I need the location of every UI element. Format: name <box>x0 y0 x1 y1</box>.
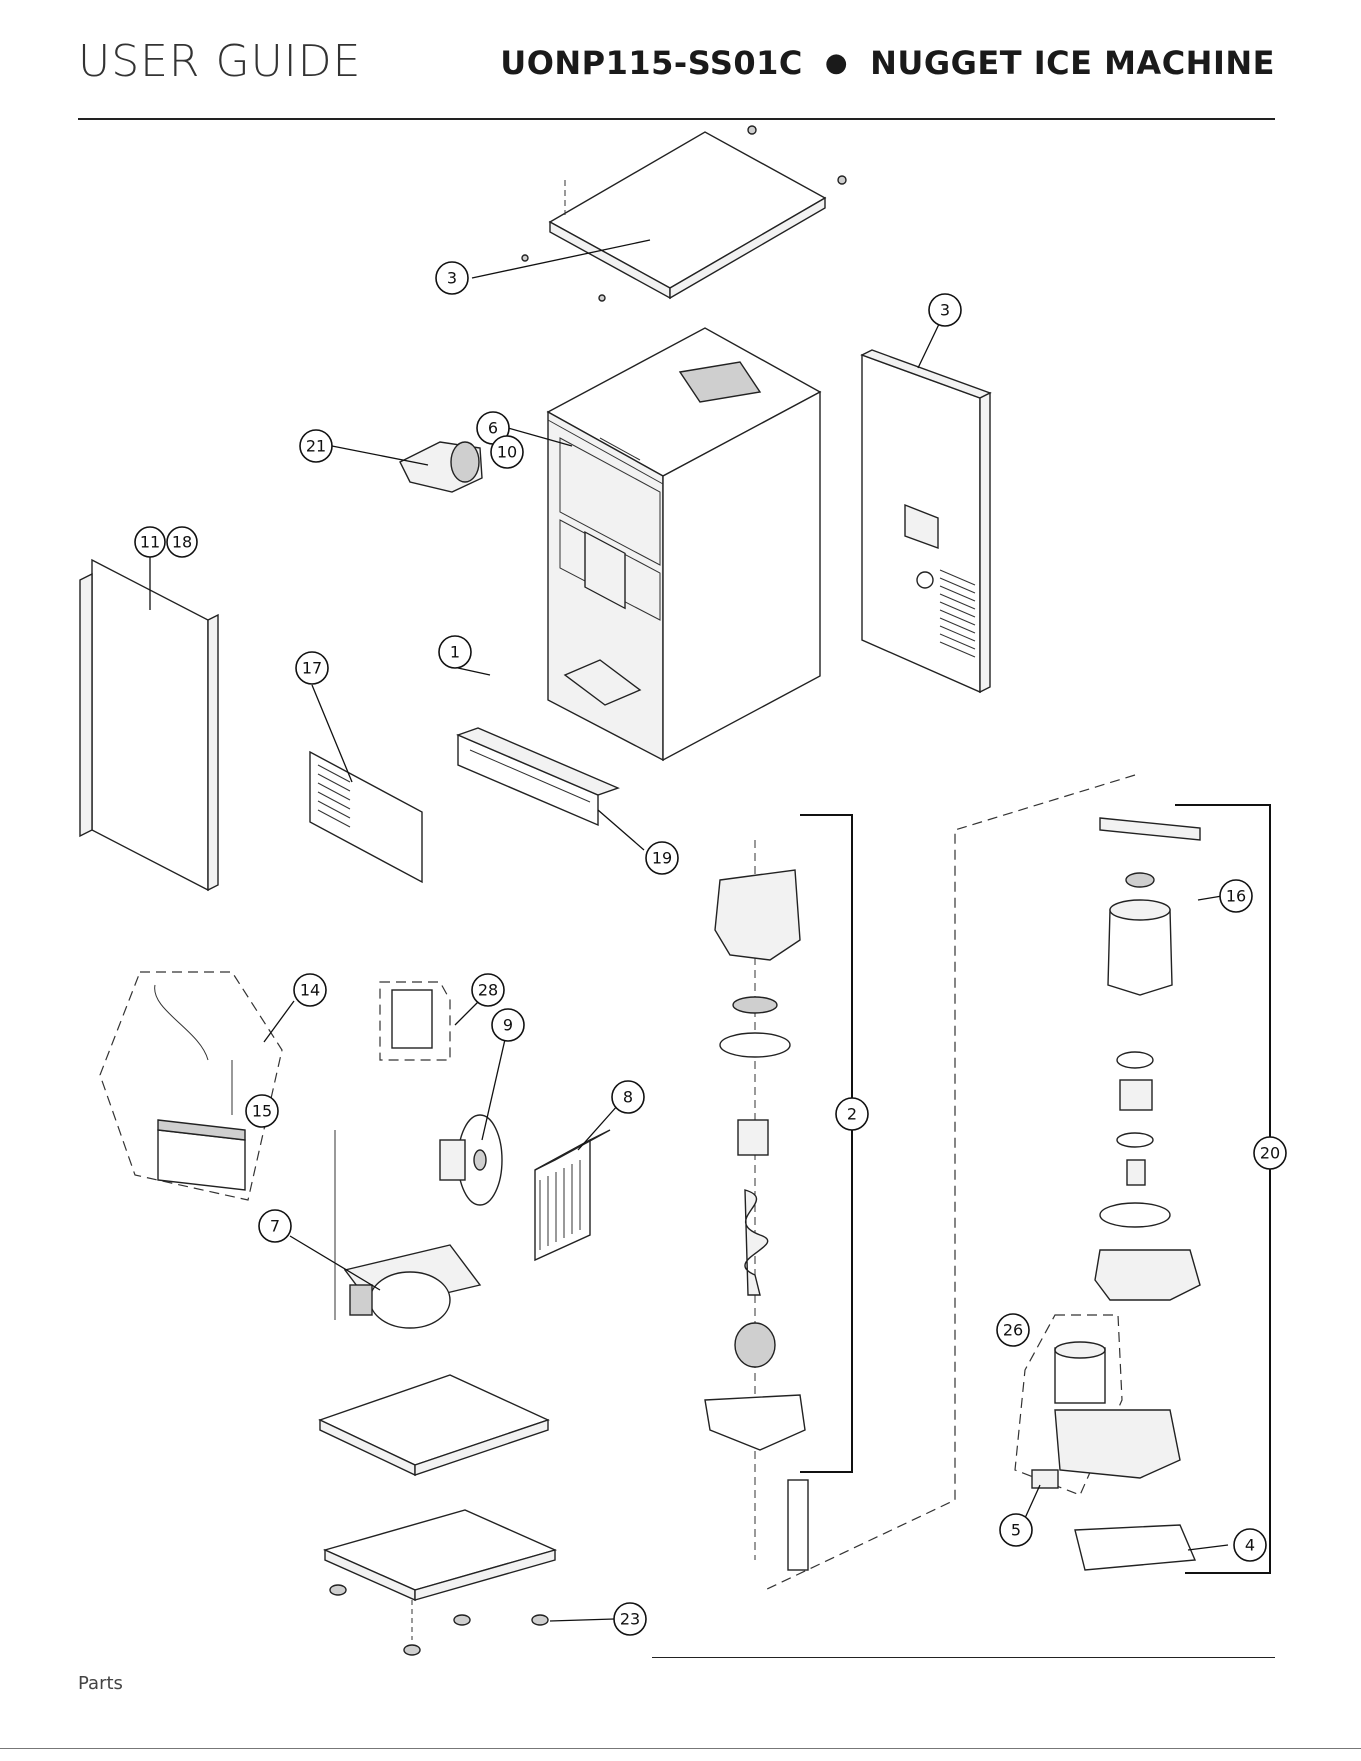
bottom-base-plate <box>325 1510 555 1655</box>
callout-label: 8 <box>623 1088 633 1107</box>
relay-box <box>380 982 450 1060</box>
callout-label: 16 <box>1226 887 1246 906</box>
callout-23: 23 <box>614 1603 646 1635</box>
callout-9: 9 <box>492 1009 524 1041</box>
auger-assembly <box>705 840 808 1570</box>
callout-21: 21 <box>300 430 332 462</box>
callout-label: 26 <box>1003 1321 1023 1340</box>
callout-label: 7 <box>270 1217 280 1236</box>
callout-14: 14 <box>294 974 326 1006</box>
callout-label: 20 <box>1260 1144 1280 1163</box>
callout-17: 17 <box>296 652 328 684</box>
callout-label: 11 <box>140 533 160 552</box>
callout-15: 15 <box>246 1095 278 1127</box>
front-louver-panel <box>310 752 422 882</box>
callout-3-top-cover: 3 <box>436 262 468 294</box>
callout-label: 2 <box>847 1105 857 1124</box>
top-cover-panel <box>522 126 846 301</box>
callout-label: 1 <box>450 643 460 662</box>
callout-16: 16 <box>1220 880 1252 912</box>
callout-label: 28 <box>478 981 498 1000</box>
callout-18: 18 <box>167 527 197 557</box>
evaporator-assembly <box>765 775 1200 1590</box>
callout-4: 4 <box>1234 1529 1266 1561</box>
callout-label: 19 <box>652 849 672 868</box>
footer-divider <box>652 1657 1275 1658</box>
base-pan <box>320 1375 548 1475</box>
callout-20: 20 <box>1254 1137 1286 1169</box>
back-panel <box>862 350 990 692</box>
callout-label: 14 <box>300 981 320 1000</box>
callout-26: 26 <box>997 1314 1029 1346</box>
callout-label: 17 <box>302 659 322 678</box>
door-panel <box>80 560 218 890</box>
callout-label: 23 <box>620 1610 640 1629</box>
condenser-fan <box>440 1115 502 1205</box>
callout-7: 7 <box>259 1210 291 1242</box>
callout-label: 3 <box>447 269 457 288</box>
callout-10: 10 <box>491 436 523 468</box>
callout-label: 4 <box>1245 1536 1255 1555</box>
page-edge-line <box>0 1748 1361 1749</box>
callout-5: 5 <box>1000 1514 1032 1546</box>
bracket-2 <box>800 815 852 1472</box>
callout-label: 9 <box>503 1016 513 1035</box>
callout-label: 5 <box>1011 1521 1021 1540</box>
drain-pump-assembly <box>100 972 282 1200</box>
callout-11: 11 <box>135 527 165 557</box>
callout-2: 2 <box>836 1098 868 1130</box>
callout-label: 15 <box>252 1102 272 1121</box>
callout-3-back-panel: 3 <box>929 294 961 326</box>
callout-19: 19 <box>646 842 678 874</box>
callout-label: 3 <box>940 301 950 320</box>
control-module <box>400 442 482 492</box>
kick-plate <box>458 728 618 825</box>
callout-label: 6 <box>488 419 498 438</box>
callout-label: 18 <box>172 533 192 552</box>
cabinet-body <box>548 328 820 760</box>
bracket-20 <box>1175 805 1270 1573</box>
callout-1: 1 <box>439 636 471 668</box>
callout-label: 21 <box>306 437 326 456</box>
condenser <box>535 1130 610 1260</box>
callout-8: 8 <box>612 1081 644 1113</box>
callout-28: 28 <box>472 974 504 1006</box>
callout-label: 10 <box>497 443 517 462</box>
section-label: Parts <box>78 1673 123 1694</box>
